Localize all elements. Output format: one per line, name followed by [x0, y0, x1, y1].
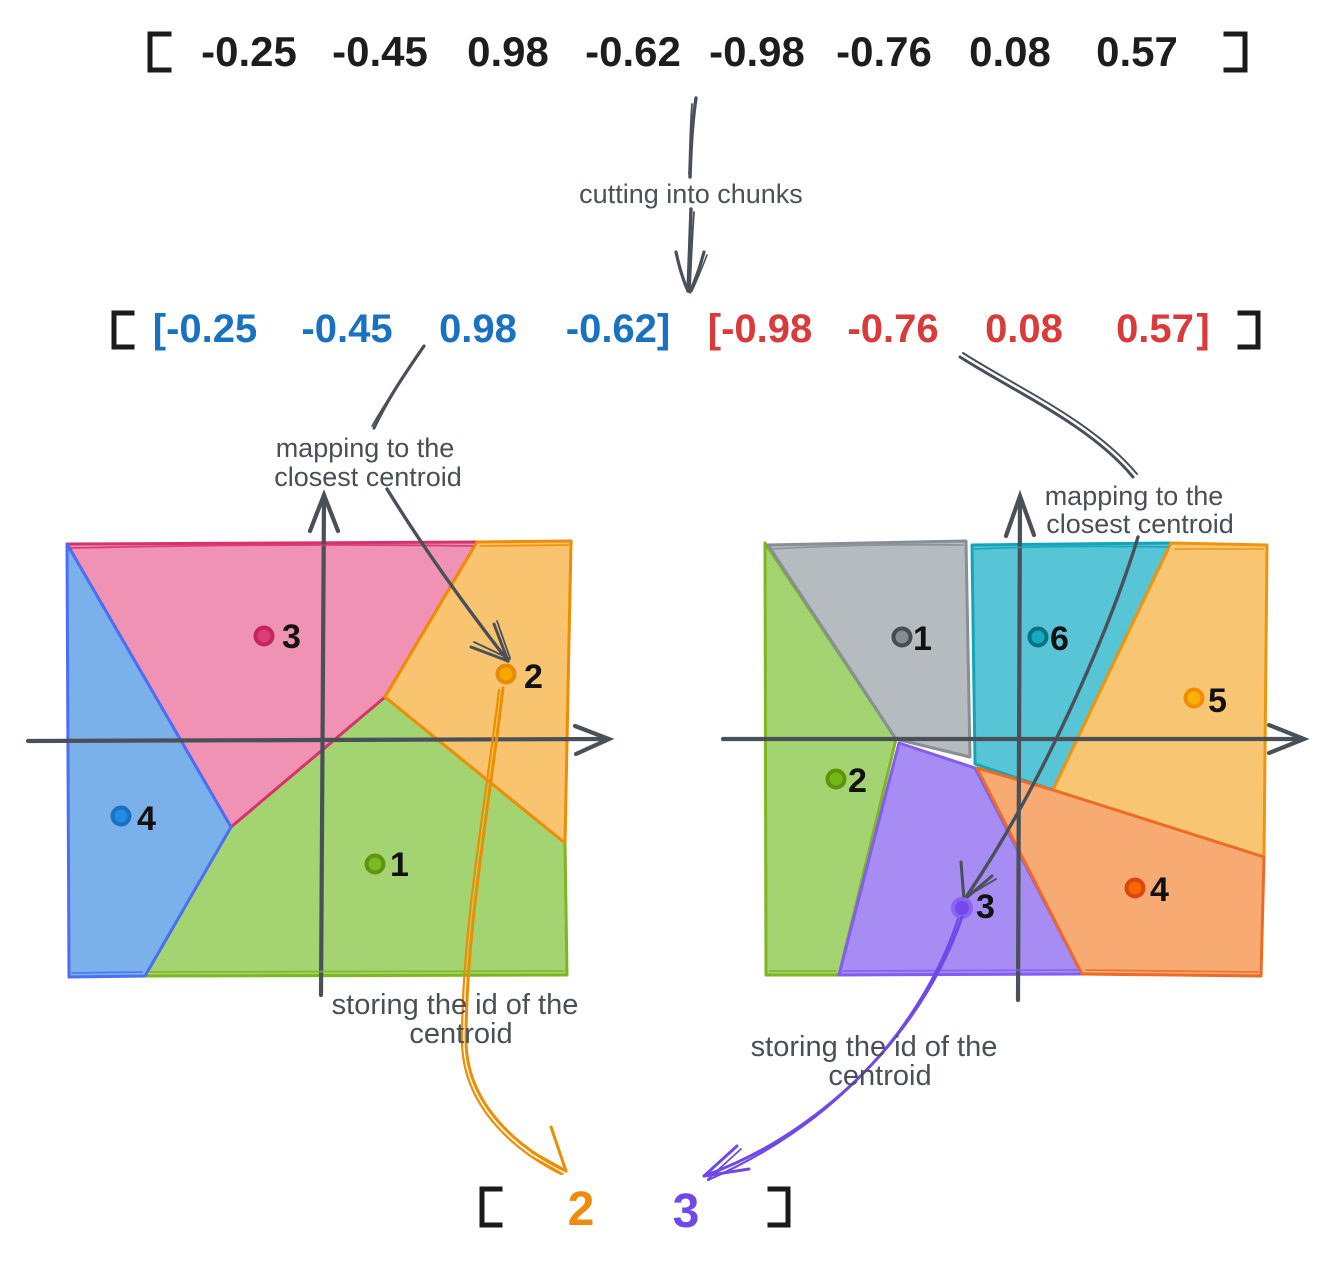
svg-text:2: 2	[524, 658, 543, 696]
svg-text:6: 6	[1050, 620, 1069, 658]
svg-text:4: 4	[137, 800, 156, 838]
svg-text:centroid: centroid	[828, 1060, 931, 1092]
svg-text:0.57: 0.57	[1116, 307, 1194, 351]
svg-text:storing the id of the: storing the id of the	[751, 1031, 998, 1063]
svg-text:-0.62]: -0.62]	[566, 307, 671, 351]
svg-text:0.98: 0.98	[467, 28, 549, 75]
svg-text:]: ]	[1196, 307, 1209, 351]
svg-text:0.98: 0.98	[439, 307, 517, 351]
svg-text:1: 1	[390, 846, 409, 884]
svg-text:0.57: 0.57	[1096, 28, 1178, 75]
svg-text:4: 4	[1150, 871, 1169, 909]
svg-text:mapping to the: mapping to the	[1045, 481, 1224, 511]
svg-text:[-0.25: [-0.25	[153, 307, 258, 351]
svg-text:centroid: centroid	[409, 1018, 512, 1050]
svg-text:-0.76: -0.76	[836, 28, 932, 75]
svg-text:[-0.98: [-0.98	[708, 307, 813, 351]
svg-text:-0.45: -0.45	[332, 28, 428, 75]
svg-text:2: 2	[848, 762, 867, 800]
svg-text:storing the id of the: storing the id of the	[332, 989, 579, 1021]
svg-text:closest centroid: closest centroid	[1046, 509, 1234, 539]
svg-text:-0.76: -0.76	[847, 307, 938, 351]
svg-text:2: 2	[568, 1183, 595, 1236]
svg-text:3: 3	[976, 888, 995, 926]
svg-text:0.08: 0.08	[985, 307, 1063, 351]
svg-text:closest centroid: closest centroid	[274, 462, 462, 492]
svg-text:-0.45: -0.45	[301, 307, 392, 351]
svg-text:0.08: 0.08	[969, 28, 1051, 75]
svg-text:mapping to the: mapping to the	[276, 433, 455, 463]
svg-text:-0.62: -0.62	[585, 28, 681, 75]
svg-text:cutting into chunks: cutting into chunks	[579, 179, 803, 209]
svg-text:3: 3	[673, 1185, 700, 1238]
svg-text:-0.25: -0.25	[201, 28, 297, 75]
svg-text:5: 5	[1208, 682, 1227, 720]
svg-text:3: 3	[282, 618, 301, 656]
svg-text:-0.98: -0.98	[709, 28, 805, 75]
svg-text:1: 1	[913, 620, 932, 658]
